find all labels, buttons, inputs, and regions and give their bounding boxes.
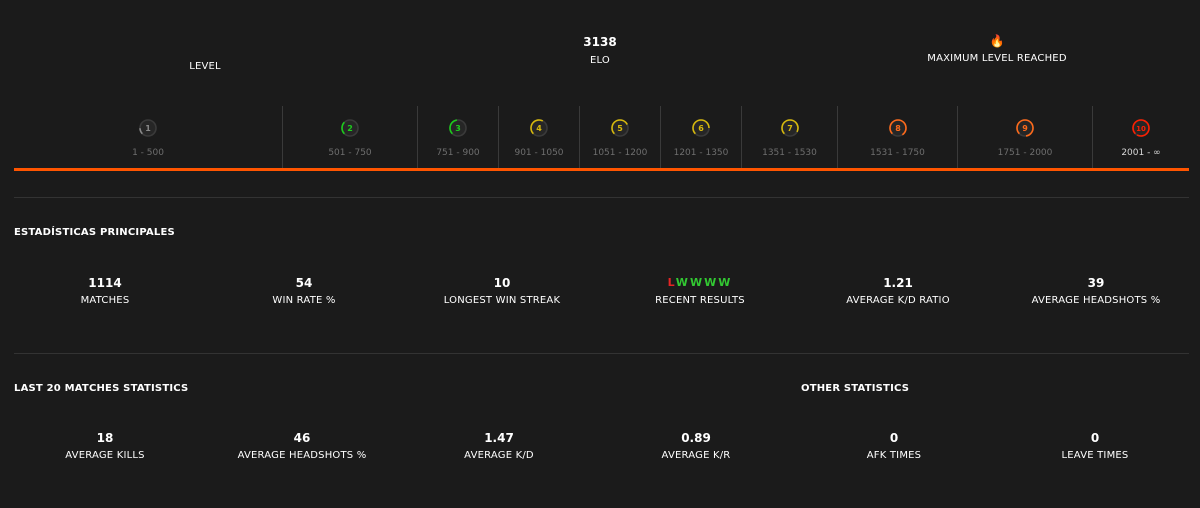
other-stats-title: OTHER STATISTICS <box>801 383 910 394</box>
level-cell-6: 6 1201 - 1350 <box>661 106 742 170</box>
level-1-icon: 1 <box>139 119 157 137</box>
stat-win-rate: 54 WIN RATE % <box>204 275 404 306</box>
level-7-icon: 7 <box>780 119 799 137</box>
level-cell-1: 1 1 - 500 <box>14 106 283 170</box>
level-number: 5 <box>617 124 623 133</box>
stat-average-kr: 0.89 AVERAGE K/R <box>596 430 796 461</box>
stat-label: MATCHES <box>80 295 130 306</box>
result-loss: L <box>667 276 676 289</box>
stat-leave-times: 0 LEAVE TIMES <box>995 430 1195 461</box>
level-number: 1 <box>145 124 151 133</box>
level-number: 4 <box>536 124 542 133</box>
result-win: W <box>675 276 690 289</box>
stat-value: 0.89 <box>681 431 711 445</box>
level-range: 1 - 500 <box>132 148 164 158</box>
level-range: 1201 - 1350 <box>673 148 729 158</box>
level-label: LEVEL <box>189 61 221 72</box>
max-level-label: MAXIMUM LEVEL REACHED <box>927 53 1067 64</box>
stat-label: LEAVE TIMES <box>1061 450 1129 461</box>
level-cell-2: 2 501 - 750 <box>283 106 418 170</box>
level-cell-7: 7 1351 - 1530 <box>742 106 838 170</box>
stat-value: 1114 <box>88 276 122 290</box>
level-5-icon: 5 <box>611 119 629 137</box>
main-stats-title: ESTADÍSTICAS PRINCIPALES <box>14 227 175 238</box>
level-2-icon: 2 <box>341 119 359 137</box>
fire-icon: 🔥 <box>989 34 1005 48</box>
divider <box>14 353 1189 354</box>
result-win: W <box>718 276 733 289</box>
elo-label: ELO <box>589 55 610 66</box>
level-number: 10 <box>1136 125 1146 133</box>
level-cell-9: 9 1751 - 2000 <box>958 106 1093 170</box>
level-8-icon: 8 <box>888 119 907 137</box>
stat-headshots: 39 AVERAGE HEADSHOTS % <box>996 275 1196 306</box>
stat-value: 1.21 <box>883 276 913 290</box>
recent-results: LWWWW <box>600 275 800 291</box>
level-range: 901 - 1050 <box>514 148 564 158</box>
result-win: W <box>689 276 705 289</box>
stat-label: AVERAGE HEADSHOTS % <box>1031 295 1161 306</box>
level-range: 1531 - 1750 <box>870 148 925 158</box>
level-3-icon: 3 <box>449 119 467 137</box>
stat-value: 54 <box>295 276 313 290</box>
level-number: 3 <box>455 124 461 133</box>
level-4-icon: 4 <box>530 119 548 137</box>
stat-value: 46 <box>293 431 311 445</box>
stat-label: AVERAGE KILLS <box>65 450 145 461</box>
level-cell-10: 10 2001 - ∞ <box>1093 106 1189 170</box>
level-number: 7 <box>787 124 793 133</box>
level-number: 2 <box>347 124 353 133</box>
level-range: 1351 - 1530 <box>762 148 817 158</box>
stat-value: 10 <box>493 276 511 290</box>
stat-label: AVERAGE K/D RATIO <box>846 295 950 306</box>
level-9-icon: 9 <box>1016 119 1034 137</box>
stat-value: 0 <box>889 431 899 445</box>
level-range: 1751 - 2000 <box>997 148 1053 158</box>
stat-label: WIN RATE % <box>272 295 336 306</box>
last20-title: LAST 20 MATCHES STATISTICS <box>14 383 189 394</box>
level-cell-5: 5 1051 - 1200 <box>580 106 661 170</box>
level-progress-bar: 1 1 - 500 2 501 - 750 3 751 - 900 4 901 - 1050 5… <box>14 106 1189 170</box>
stat-value: 0 <box>1090 431 1100 445</box>
stat-label: RECENT RESULTS <box>655 295 745 306</box>
stat-average-kills: 18 AVERAGE KILLS <box>5 430 205 461</box>
level-6-icon: 6 <box>692 119 710 137</box>
level-range: 1051 - 1200 <box>592 148 648 158</box>
stat-label: AVERAGE K/R <box>661 450 731 461</box>
level-cell-3: 3 751 - 900 <box>418 106 499 170</box>
divider <box>14 197 1189 198</box>
stat-label: AVERAGE HEADSHOTS % <box>237 450 367 461</box>
level-number: 8 <box>895 124 901 133</box>
stat-label: LONGEST WIN STREAK <box>443 295 561 306</box>
stat-average-kd: 1.47 AVERAGE K/D <box>399 430 599 461</box>
level-range: 501 - 750 <box>328 148 372 158</box>
progress-line <box>14 168 1189 171</box>
level-10-icon: 10 <box>1132 119 1150 137</box>
stat-average-headshots: 46 AVERAGE HEADSHOTS % <box>202 430 402 461</box>
max-level-block: 🔥 MAXIMUM LEVEL REACHED <box>897 34 1097 65</box>
stat-value: 18 <box>96 431 114 445</box>
stat-value: 39 <box>1087 276 1105 290</box>
level-number: 9 <box>1022 124 1028 133</box>
stat-kd-ratio: 1.21 AVERAGE K/D RATIO <box>798 275 998 306</box>
stat-label: AVERAGE K/D <box>464 450 534 461</box>
stat-longest-win-streak: 10 LONGEST WIN STREAK <box>402 275 602 306</box>
stat-label: AFK TIMES <box>866 450 922 461</box>
level-cell-8: 8 1531 - 1750 <box>838 106 958 170</box>
elo-value: 3138 <box>583 35 617 49</box>
level-range: 751 - 900 <box>436 148 480 158</box>
stat-recent-results: LWWWW RECENT RESULTS <box>600 275 800 306</box>
stat-value: 1.47 <box>484 431 514 445</box>
result-win: W <box>704 276 719 289</box>
stat-matches: 1114 MATCHES <box>5 275 205 306</box>
stat-afk-times: 0 AFK TIMES <box>794 430 994 461</box>
level-range: 2001 - ∞ <box>1121 148 1161 158</box>
elo-block: 3138 ELO <box>500 35 700 66</box>
level-number: 6 <box>698 124 704 133</box>
level-cell-4: 4 901 - 1050 <box>499 106 580 170</box>
